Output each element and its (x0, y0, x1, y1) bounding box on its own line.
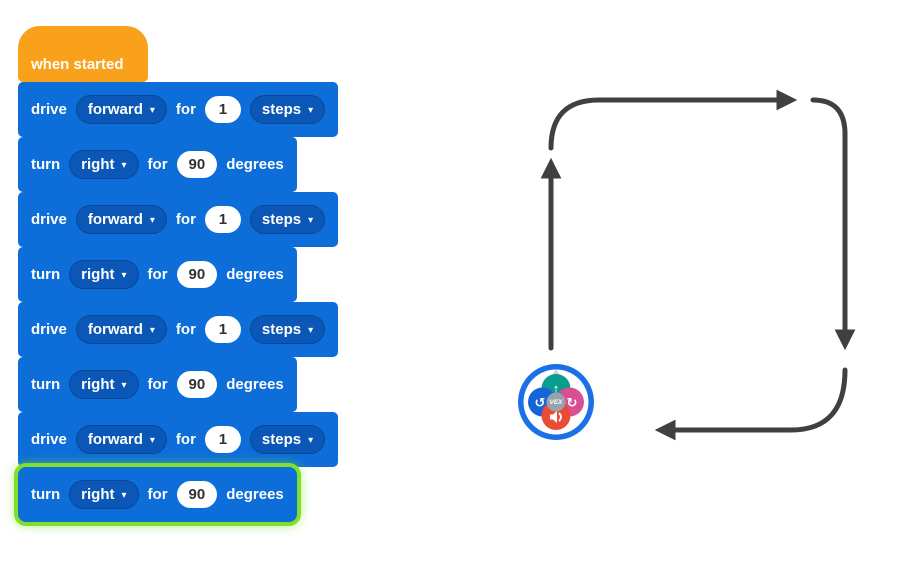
unit-label: degrees (226, 376, 284, 393)
direction-dropdown[interactable]: right ▾ (69, 370, 139, 399)
dropdown-value: steps (261, 101, 302, 118)
turn-block[interactable]: turn right ▾ for 90 degrees (18, 357, 297, 412)
for-label: for (175, 431, 196, 448)
chevron-down-icon: ▾ (121, 269, 127, 281)
drive-block[interactable]: drive forward ▾ for 1 steps ▾ (18, 82, 339, 137)
dropdown-value: right (81, 266, 115, 283)
for-label: for (175, 101, 196, 118)
drive-block[interactable]: drive forward ▾ for 1 steps ▾ (18, 412, 339, 467)
for-label: for (147, 156, 168, 173)
chevron-down-icon: ▾ (308, 214, 314, 226)
direction-dropdown[interactable]: right ▾ (69, 480, 139, 509)
hat-label: when started (31, 56, 124, 73)
forward-arrow-icon: ↑ (552, 381, 560, 398)
for-label: for (175, 211, 196, 228)
for-label: for (175, 321, 196, 338)
turn-block[interactable]: turn right ▾ for 90 degrees (18, 137, 297, 192)
dropdown-value: forward (87, 211, 143, 228)
turn-right-arrow-icon: ↻ (567, 395, 578, 410)
robot-center-button (546, 392, 566, 412)
path-arrow-bottom-left (654, 367, 848, 441)
block-verb: turn (31, 156, 61, 173)
dropdown-value: steps (261, 211, 302, 228)
turn-left-arrow-icon: ↺ (535, 395, 546, 410)
chevron-down-icon: ▾ (149, 434, 155, 446)
block-verb: drive (31, 431, 67, 448)
direction-dropdown[interactable]: forward ▾ (75, 95, 167, 124)
for-label: for (147, 486, 168, 503)
turn-block-highlighted[interactable]: turn right ▾ for 90 degrees (18, 467, 297, 522)
block-verb: turn (31, 376, 61, 393)
chevron-down-icon: ▾ (121, 159, 127, 171)
chevron-down-icon: ▾ (121, 379, 127, 391)
chevron-down-icon: ▾ (121, 489, 127, 501)
steps-value-input[interactable]: 1 (204, 206, 241, 233)
dropdown-value: right (81, 156, 115, 173)
for-label: for (147, 266, 168, 283)
dropdown-value: steps (261, 431, 302, 448)
drive-block[interactable]: drive forward ▾ for 1 steps ▾ (18, 192, 339, 247)
block-verb: drive (31, 321, 67, 338)
chevron-down-icon: ▾ (149, 324, 155, 336)
turn-block[interactable]: turn right ▾ for 90 degrees (18, 247, 297, 302)
degrees-value-input[interactable]: 90 (176, 371, 218, 398)
dropdown-value: right (81, 376, 115, 393)
direction-dropdown[interactable]: right ▾ (69, 150, 139, 179)
block-verb: turn (31, 266, 61, 283)
block-verb: turn (31, 486, 61, 503)
chevron-down-icon: ▾ (308, 434, 314, 446)
drive-block[interactable]: drive forward ▾ for 1 steps ▾ (18, 302, 339, 357)
steps-value-input[interactable]: 1 (204, 96, 241, 123)
block-stack: when started drive forward ▾ for 1 steps… (18, 26, 339, 522)
direction-dropdown[interactable]: right ▾ (69, 260, 139, 289)
unit-dropdown[interactable]: steps ▾ (249, 95, 326, 124)
dropdown-value: forward (87, 431, 143, 448)
path-arrow-right-down (810, 97, 856, 351)
path-arrow-top-right (548, 89, 798, 151)
unit-label: degrees (226, 486, 284, 503)
block-verb: drive (31, 211, 67, 228)
speaker-icon (550, 411, 562, 423)
direction-dropdown[interactable]: forward ▾ (75, 315, 167, 344)
steps-value-input[interactable]: 1 (204, 316, 241, 343)
degrees-value-input[interactable]: 90 (176, 261, 218, 288)
unit-label: degrees (226, 266, 284, 283)
unit-dropdown[interactable]: steps ▾ (249, 205, 326, 234)
steps-value-input[interactable]: 1 (204, 426, 241, 453)
chevron-down-icon: ▾ (308, 104, 314, 116)
dropdown-value: right (81, 486, 115, 503)
direction-dropdown[interactable]: forward ▾ (75, 425, 167, 454)
unit-label: degrees (226, 156, 284, 173)
robot-icon: ↑ ↺ ↻ VEX (518, 364, 594, 440)
for-label: for (147, 376, 168, 393)
degrees-value-input[interactable]: 90 (176, 481, 218, 508)
dropdown-value: forward (87, 101, 143, 118)
robot-path-diagram: ↑ ↺ ↻ VEX (518, 89, 856, 441)
chevron-down-icon: ▾ (308, 324, 314, 336)
degrees-value-input[interactable]: 90 (176, 151, 218, 178)
when-started-block[interactable]: when started (18, 26, 148, 82)
unit-dropdown[interactable]: steps ▾ (249, 315, 326, 344)
vex-logo: VEX (549, 399, 563, 406)
dropdown-value: steps (261, 321, 302, 338)
chevron-down-icon: ▾ (149, 104, 155, 116)
dropdown-value: forward (87, 321, 143, 338)
unit-dropdown[interactable]: steps ▾ (249, 425, 326, 454)
block-verb: drive (31, 101, 67, 118)
direction-dropdown[interactable]: forward ▾ (75, 205, 167, 234)
chevron-down-icon: ▾ (149, 214, 155, 226)
